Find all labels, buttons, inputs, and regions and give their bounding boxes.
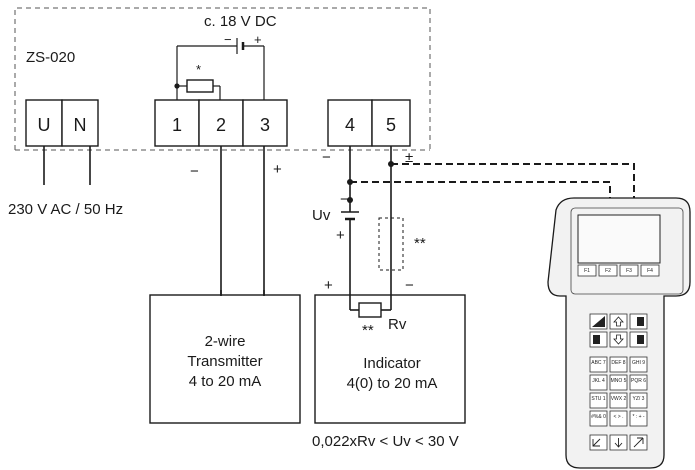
key-f1[interactable] <box>577 264 597 277</box>
device-name: ZS-020 <box>26 49 75 66</box>
terminal-5: 5 <box>386 115 396 135</box>
internal-resistor <box>174 79 221 100</box>
transmitter-line3: 4 to 20 mA <box>189 373 262 390</box>
svg-text:F2: F2 <box>605 268 611 274</box>
key-3[interactable] <box>629 392 648 409</box>
indicator-line1: Indicator <box>363 355 421 372</box>
indicator-plus: + <box>324 277 333 294</box>
handheld-screen <box>577 214 661 264</box>
key-5[interactable] <box>609 374 628 391</box>
key-7[interactable] <box>589 356 608 373</box>
svg-text:< > .: < > . <box>613 414 623 420</box>
junction-4b <box>347 197 353 203</box>
handheld-cable-2 <box>350 181 611 205</box>
key-9[interactable] <box>629 356 648 373</box>
key-dot[interactable] <box>609 410 628 427</box>
optional-stars: ** <box>414 235 426 252</box>
indicator-box: Indicator 4(0) to 20 mA <box>314 294 466 424</box>
transmitter-line2: Transmitter <box>187 353 262 370</box>
svg-text:STU 1: STU 1 <box>591 396 605 402</box>
polarity-t2: − <box>190 163 199 180</box>
polarity-t4: − <box>322 149 331 166</box>
handheld-cable-1 <box>391 163 635 205</box>
indicator-line2: 4(0) to 20 mA <box>347 375 438 392</box>
transmitter-line1: 2-wire <box>205 333 246 350</box>
key-1[interactable] <box>589 392 608 409</box>
supply-voltage-label: c. 18 V DC <box>204 13 277 30</box>
key-2[interactable] <box>609 392 628 409</box>
internal-dc-source: − + <box>176 32 265 100</box>
svg-text:PQR 6: PQR 6 <box>631 378 646 384</box>
key-f2[interactable] <box>598 264 618 277</box>
alphanumeric-keys: ABC 7 DEF 8 GHI 9 JKL 4 MNO 5 PQR 6 STU … <box>589 356 648 427</box>
svg-text:DEF 8: DEF 8 <box>611 360 625 366</box>
terminal-1: 1 <box>172 115 182 135</box>
transmitter-box: 2-wire Transmitter 4 to 20 mA <box>149 294 301 424</box>
handheld-communicator: F1 F2 F3 F4 <box>547 197 691 469</box>
svg-text:F1: F1 <box>584 268 590 274</box>
indicator-minus: − <box>405 277 414 294</box>
navigation-keys <box>589 313 648 348</box>
terminal-u: U <box>38 115 51 135</box>
resistor-star: * <box>196 62 201 77</box>
terminal-n: N <box>74 115 87 135</box>
key-8[interactable] <box>609 356 628 373</box>
svg-text:+: + <box>254 32 262 47</box>
polarity-t3: + <box>273 161 282 178</box>
key-4[interactable] <box>589 374 608 391</box>
terminal-3: 3 <box>260 115 270 135</box>
optional-resistor <box>378 217 404 271</box>
svg-text:YZ/ 3: YZ/ 3 <box>633 396 645 402</box>
uv-label: Uv <box>312 207 331 224</box>
rv-stars-top: ** <box>362 322 374 339</box>
voltage-formula: 0,022xRv < Uv < 30 V <box>312 433 459 450</box>
bottom-keys <box>589 434 648 451</box>
svg-text:JKL 4: JKL 4 <box>592 378 605 384</box>
svg-text:#%& 0: #%& 0 <box>591 414 606 420</box>
terminal-block-left: 1 2 3 <box>154 99 288 147</box>
svg-text:F3: F3 <box>626 268 632 274</box>
uv-plus: + <box>336 227 345 244</box>
rv-label-top: Rv <box>388 316 407 333</box>
key-6[interactable] <box>629 374 648 391</box>
terminal-block-right: 4 5 <box>327 99 411 147</box>
polarity-t5: ± <box>405 149 413 166</box>
svg-text:−: − <box>224 32 232 47</box>
terminal-2: 2 <box>216 115 226 135</box>
up-arrow-key[interactable] <box>609 313 628 330</box>
key-f3[interactable] <box>619 264 639 277</box>
key-f4[interactable] <box>640 264 660 277</box>
key-0[interactable] <box>589 410 608 427</box>
svg-text:MNO 5: MNO 5 <box>611 378 627 384</box>
svg-text:VWX 2: VWX 2 <box>611 396 627 402</box>
svg-text:F4: F4 <box>647 268 653 274</box>
uv-minus: − <box>340 191 349 208</box>
svg-text:* : + -: * : + - <box>632 414 644 420</box>
down-arrow-key[interactable] <box>609 331 628 348</box>
function-keys: F1 F2 F3 F4 <box>577 264 660 277</box>
terminal-4: 4 <box>345 115 355 135</box>
mains-label: 230 V AC / 50 Hz <box>8 201 123 218</box>
svg-text:ABC 7: ABC 7 <box>591 360 606 366</box>
key-minus[interactable] <box>629 410 648 427</box>
terminal-block-mains: U N <box>25 99 99 147</box>
svg-text:GHI 9: GHI 9 <box>632 360 645 366</box>
